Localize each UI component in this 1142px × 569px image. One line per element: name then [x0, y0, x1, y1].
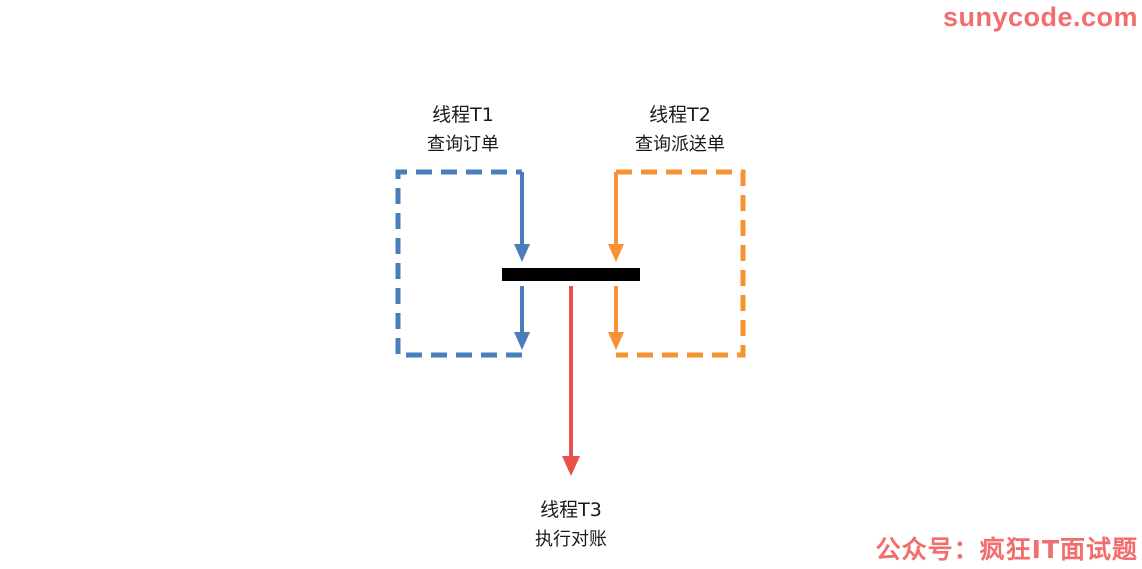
account-watermark: 公众号：疯狂IT面试题	[875, 535, 1138, 564]
thread-t3-name: 线程T3	[540, 499, 602, 521]
thread-t1-name: 线程T1	[432, 104, 494, 126]
thread-t2-task: 查询派送单	[635, 134, 725, 155]
thread-t1-arrowhead-out	[514, 332, 530, 350]
thread-t2-name: 线程T2	[649, 104, 711, 126]
thread-t1-task: 查询订单	[427, 134, 499, 155]
site-watermark: sunycode.com	[942, 2, 1138, 32]
thread-t2-arrowhead-in	[608, 244, 624, 262]
barrier-bar	[502, 268, 640, 281]
thread-t2-arrowhead-out	[608, 332, 624, 350]
thread-t3-arrowhead	[562, 456, 580, 476]
thread-t1-arrowhead-in	[514, 244, 530, 262]
thread-t2-loop	[616, 169, 746, 358]
thread-t3-task: 执行对账	[535, 529, 607, 550]
thread-t3-label: 线程T3 执行对账	[498, 495, 644, 555]
thread-t1-label: 线程T1 查询订单	[390, 100, 536, 160]
thread-t2-label: 线程T2 查询派送单	[605, 100, 755, 160]
thread-t1-loop	[395, 169, 522, 358]
